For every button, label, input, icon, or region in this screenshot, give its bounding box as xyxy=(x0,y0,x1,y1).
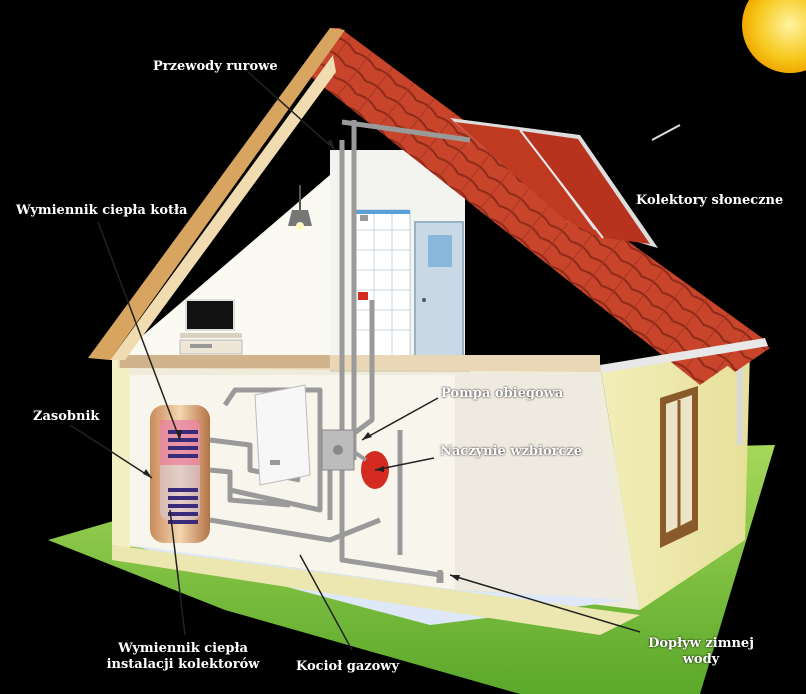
label-cold-water-line2: wody xyxy=(636,652,766,668)
label-collectors: Kolektory słoneczne xyxy=(636,193,783,209)
gas-boiler xyxy=(255,385,310,485)
label-collector-exchanger: Wymiennik ciepła instalacji kolektorów xyxy=(92,641,274,673)
label-collector-exchanger-line1: Wymiennik ciepła xyxy=(92,641,274,657)
label-cold-water-line1: Dopływ zimnej xyxy=(636,636,766,652)
storage-tank xyxy=(150,405,210,543)
label-pump: Pompa obiegowa xyxy=(441,386,563,402)
label-collector-exchanger-line2: instalacji kolektorów xyxy=(92,657,274,673)
label-pipes: Przewody rurowe xyxy=(153,59,278,75)
label-cold-water: Dopływ zimnej wody xyxy=(636,636,766,668)
label-gas-boiler: Kocioł gazowy xyxy=(296,659,399,675)
monitor-icon xyxy=(186,300,234,330)
sun-icon xyxy=(742,0,806,73)
label-tank: Zasobnik xyxy=(33,409,99,425)
label-expansion-vessel: Naczynie wzbiorcze xyxy=(440,444,582,460)
label-boiler-exchanger: Wymiennik ciepła kotła xyxy=(16,203,187,219)
